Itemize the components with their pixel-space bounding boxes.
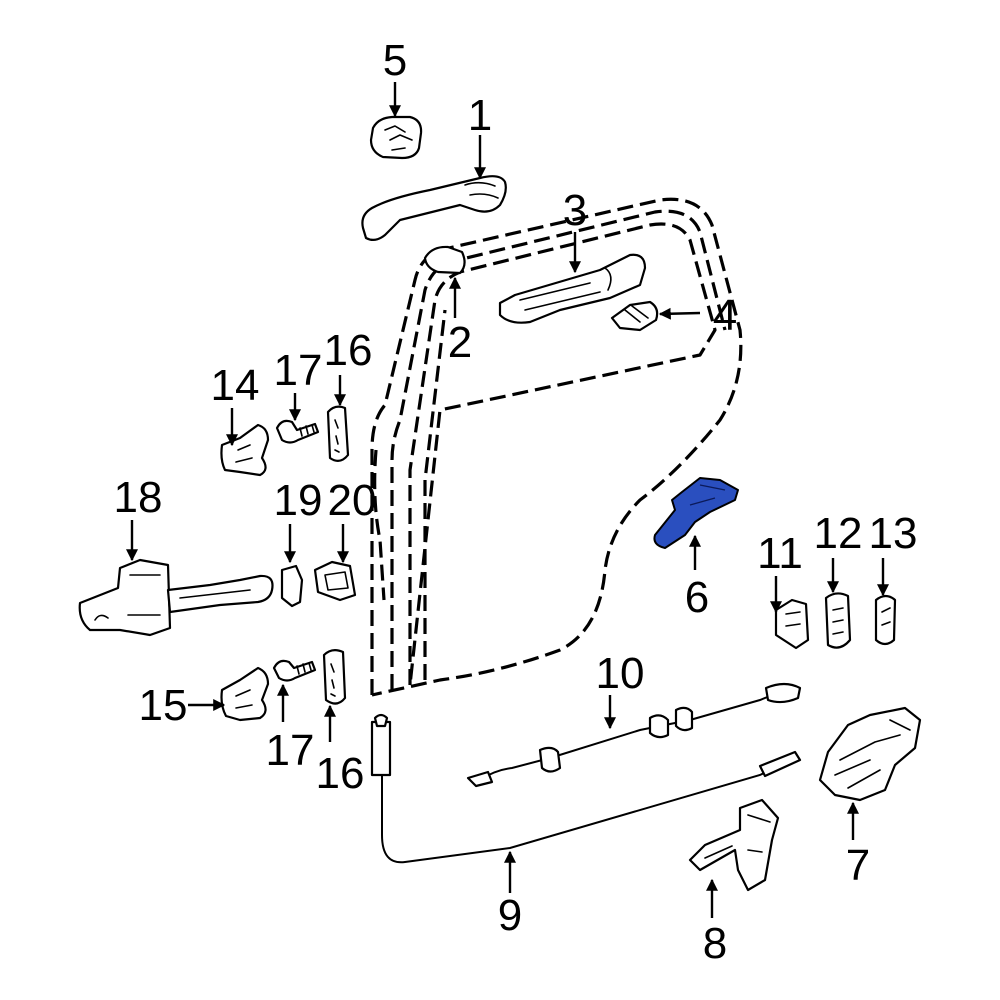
callout-labels: 5 1 3 4 2 17 16 14 18 19 20 6 11 12 13 1… bbox=[114, 36, 918, 968]
callout-8: 8 bbox=[703, 919, 727, 968]
lock-cylinder-part bbox=[369, 115, 423, 160]
bumper-part-11 bbox=[774, 598, 810, 650]
callout-12: 12 bbox=[814, 509, 863, 558]
clip-part bbox=[610, 300, 659, 332]
check-bracket-part bbox=[280, 564, 304, 608]
callout-10: 10 bbox=[596, 649, 645, 698]
door-outline bbox=[370, 197, 743, 697]
door-actuator-part bbox=[688, 798, 780, 892]
callout-13: 13 bbox=[869, 509, 918, 558]
lock-cable-part bbox=[466, 682, 802, 788]
door-check-part bbox=[78, 558, 274, 637]
callout-1: 1 bbox=[468, 91, 492, 140]
highlighted-part-shape bbox=[653, 477, 739, 549]
callout-11: 11 bbox=[757, 529, 803, 578]
callout-14: 14 bbox=[211, 361, 260, 410]
callout-20: 20 bbox=[328, 476, 377, 525]
upper-hinge-part bbox=[220, 423, 270, 477]
callout-17-lower: 17 bbox=[266, 726, 315, 775]
callout-arrows bbox=[126, 82, 889, 918]
door-latch-part bbox=[818, 706, 922, 802]
callout-19: 19 bbox=[274, 476, 323, 525]
callout-4: 4 bbox=[713, 291, 737, 340]
outside-handle-part bbox=[361, 175, 507, 242]
frame-bracket-part bbox=[423, 245, 466, 275]
callout-16-lower: 16 bbox=[316, 749, 365, 798]
callout-6: 6 bbox=[685, 573, 709, 622]
callout-15: 15 bbox=[139, 681, 188, 730]
callout-17-upper: 17 bbox=[274, 346, 323, 395]
upper-pad-part bbox=[326, 405, 350, 462]
check-cover-part bbox=[313, 560, 357, 602]
lower-hinge-bolt-part bbox=[272, 659, 317, 682]
callout-18: 18 bbox=[114, 473, 163, 522]
lower-pad-part bbox=[322, 648, 347, 705]
callout-3: 3 bbox=[563, 186, 587, 235]
callout-9: 9 bbox=[498, 891, 522, 940]
lower-hinge-part bbox=[220, 666, 270, 722]
upper-hinge-bolt-part bbox=[275, 419, 320, 444]
callout-7: 7 bbox=[846, 841, 870, 890]
bumper-part-13 bbox=[874, 594, 897, 646]
callout-16-upper: 16 bbox=[324, 326, 373, 375]
highlighted-part-6 bbox=[653, 477, 739, 549]
release-rod-part bbox=[370, 713, 802, 864]
callout-2: 2 bbox=[448, 318, 472, 367]
inside-handle-part bbox=[498, 253, 647, 324]
callout-5: 5 bbox=[383, 36, 407, 85]
bumper-part-12 bbox=[824, 592, 852, 649]
